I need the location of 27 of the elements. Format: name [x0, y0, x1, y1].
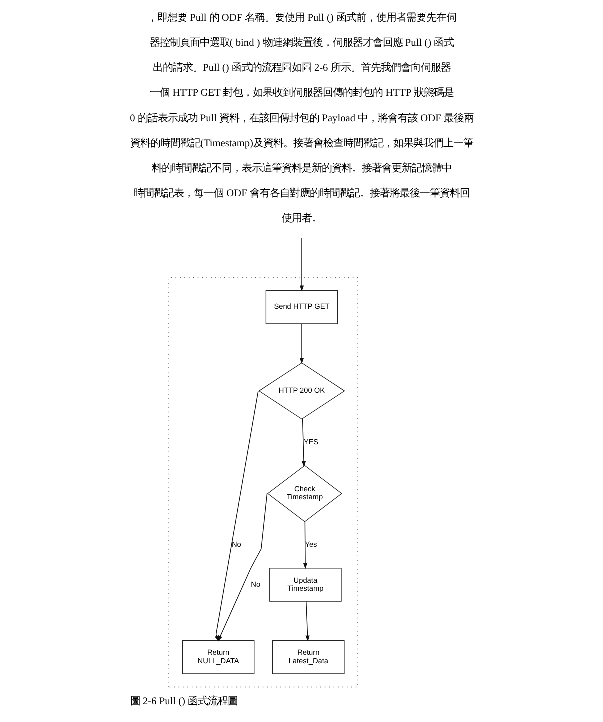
arrow — [218, 493, 268, 642]
node-box: Return Latest_Data — [272, 640, 344, 674]
node-box: Send HTTP GET — [265, 290, 338, 324]
node-box: Updata Timestamp — [269, 568, 342, 602]
label: 時間戳記表，每一個 ODF 會有各自對應的時間戳記。接著將最後一筆資料回 — [134, 188, 470, 200]
label: 器控制頁面中選取( bind ) 物連網裝置後，伺服器才會回應 Pull () 函式 — [149, 38, 454, 49]
node-diamond: Check Timestamp — [266, 465, 342, 522]
edge-label: YES — [303, 437, 318, 446]
edge-label: No — [250, 580, 260, 589]
label: ，即想要 Pull 的 ODF 名稱。要使用 Pull () 函式前，使用者需要先在伺 — [147, 12, 456, 24]
label: 出的請求。Pull () 函式的流程圖如圖 2-6 所示。首先我們會向伺服器 — [152, 63, 450, 74]
label: 料的時間戳記不同，表示這筆資料是新的資料。接著會更新記憶體中 — [152, 164, 452, 174]
edge-label: No — [231, 540, 241, 549]
cluster — [168, 277, 358, 688]
caption: 圖 2-6 Pull () 函式流程圖 — [130, 696, 238, 708]
arrow — [302, 521, 308, 570]
arrow — [299, 324, 304, 364]
node-diamond: HTTP 200 OK — [258, 362, 345, 420]
label: 使用者。 — [282, 214, 322, 225]
edge-label: Yes — [304, 540, 317, 549]
arrow — [301, 418, 306, 468]
label: 資料的時間戳記(Timestamp)及資料。接著會檢查時間戳記，如果與我們上一筆 — [130, 138, 473, 150]
arrow — [299, 238, 304, 292]
node-box: Return NULL_DATA — [182, 640, 254, 674]
label: 一個 HTTP GET 封包，如果收到伺服器回傳的封包的 HTTP 狀態碼是 — [150, 88, 454, 100]
label: 0 的話表示成功 Pull 資料，在該回傳封包的 Payload 中，將會有該 ODF 最後兩 — [130, 113, 474, 124]
arrow — [305, 601, 310, 642]
